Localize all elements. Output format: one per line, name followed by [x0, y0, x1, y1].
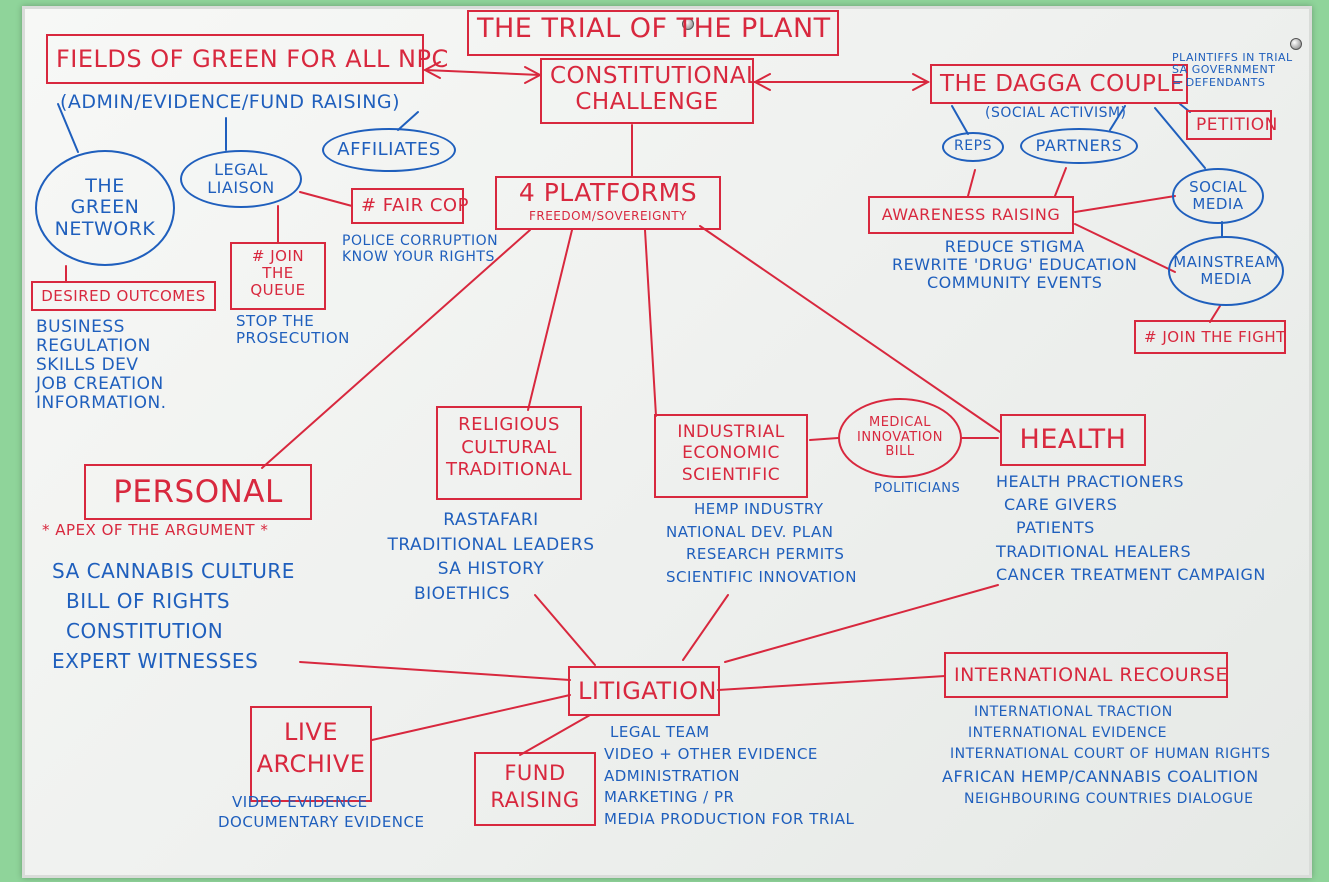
note-line: SA GOVERNMENT: [1172, 63, 1276, 77]
industrial-box: INDUSTRIAL ECONOMIC SCIENTIFIC: [654, 414, 808, 498]
fields-of-green-box: FIELDS OF GREEN FOR ALL NPC: [46, 34, 448, 84]
fund-raising-box: FUND RAISING: [474, 752, 596, 826]
note-line: AFRICAN HEMP/CANNABIS COALITION: [942, 767, 1259, 786]
desired-outcomes-box: DESIRED OUTCOMES: [31, 281, 216, 311]
personal-box: PERSONAL: [84, 464, 312, 520]
awareness-raising-box: AWARENESS RAISING: [868, 196, 1074, 234]
note-line: TRADITIONAL HEALERS: [996, 541, 1192, 561]
reps-oval: REPS: [942, 132, 1004, 162]
religious-box: RELIGIOUS CULTURAL TRADITIONAL: [436, 406, 582, 500]
international-notes: INTERNATIONAL TRACTION INTERNATIONAL EVI…: [942, 702, 1271, 810]
note-line: PATIENTS: [1016, 518, 1095, 538]
desired-outcomes-notes: BUSINESS REGULATION SKILLS DEV JOB CREAT…: [36, 317, 167, 414]
constitutional-challenge-box: CONSTITUTIONAL CHALLENGE: [540, 58, 759, 124]
join-queue-notes: STOP THE PROSECUTION: [236, 313, 350, 347]
petition-box: PETITION: [1186, 110, 1277, 140]
green-network-oval: THE GREEN NETWORK: [35, 150, 175, 266]
note-line: MEDIA PRODUCTION FOR TRIAL: [604, 810, 855, 828]
note-line: NEIGHBOURING COUNTRIES DIALOGUE: [964, 791, 1254, 807]
note-line: BIOETHICS: [414, 583, 511, 604]
join-queue-box: # JOIN THE QUEUE: [230, 242, 326, 310]
industrial-notes: HEMP INDUSTRY NATIONAL DEV. PLAN RESEARC…: [666, 498, 857, 588]
international-box: INTERNATIONAL RECOURSE: [944, 652, 1228, 698]
litigation-box: LITIGATION: [568, 666, 720, 716]
platforms-box: 4 PLATFORMS FREEDOM/SOVEREIGNTY: [495, 176, 721, 230]
pin-icon: [1290, 38, 1302, 50]
note-line: JOB CREATION: [36, 374, 164, 395]
medical-bill-note: POLITICIANS: [874, 481, 961, 496]
note-line: STOP THE: [236, 312, 315, 330]
note-line: EXPERT WITNESSES: [52, 649, 259, 673]
platforms-title: 4 PLATFORMS: [518, 178, 698, 207]
note-line: NATIONAL DEV. PLAN: [666, 522, 834, 541]
note-line: PROSECUTION: [236, 328, 350, 347]
mainstream-media-oval: MAINSTREAM MEDIA: [1168, 236, 1284, 306]
note-line: REGULATION: [36, 336, 151, 357]
fields-of-green-roles: (ADMIN/EVIDENCE/FUND RAISING): [60, 91, 401, 113]
note-line: INTERNATIONAL COURT OF HUMAN RIGHTS: [950, 746, 1271, 762]
note-line: SA CANNABIS CULTURE: [52, 559, 295, 583]
fair-cop-notes: POLICE CORRUPTION KNOW YOUR RIGHTS: [342, 233, 499, 265]
note-line: BUSINESS: [36, 317, 125, 337]
note-line: POLICE CORRUPTION: [342, 233, 499, 249]
note-line: REWRITE 'DRUG' EDUCATION: [892, 254, 1138, 274]
note-line: HEALTH PRACTIONERS: [996, 472, 1185, 491]
personal-apex: * APEX OF THE ARGUMENT *: [42, 521, 269, 539]
note-line: COMMUNITY EVENTS: [926, 272, 1103, 292]
note-line: = DEFENDANTS: [1172, 75, 1266, 89]
note-line: RESEARCH PERMITS: [686, 545, 845, 563]
note-line: CANCER TREATMENT CAMPAIGN: [996, 564, 1266, 584]
fair-cop-box: # FAIR COP: [351, 188, 468, 224]
live-archive-box: LIVE ARCHIVE: [250, 706, 372, 802]
note-line: PLAINTIFFS IN TRIAL: [1172, 51, 1293, 64]
affiliates-oval: AFFILIATES: [322, 128, 456, 172]
note-line: CONSTITUTION: [66, 619, 224, 643]
note-line: INTERNATIONAL TRACTION: [974, 704, 1173, 720]
awareness-notes: REDUCE STIGMA REWRITE 'DRUG' EDUCATION C…: [892, 238, 1137, 292]
personal-notes: SA CANNABIS CULTURE BILL OF RIGHTS CONST…: [52, 556, 295, 676]
note-line: RASTAFARI: [443, 510, 539, 530]
note-line: VIDEO + OTHER EVIDENCE: [604, 744, 818, 763]
live-archive-notes: VIDEO EVIDENCE DOCUMENTARY EVIDENCE: [218, 792, 424, 833]
health-notes: HEALTH PRACTIONERS CARE GIVERS PATIENTS …: [996, 470, 1266, 586]
note-line: SCIENTIFIC INNOVATION: [666, 567, 857, 586]
note-line: HEMP INDUSTRY: [694, 500, 824, 518]
dagga-couple-box: THE DAGGA COUPLE: [930, 64, 1188, 104]
platforms-subtitle: FREEDOM/SOVEREIGNTY: [528, 209, 688, 223]
note-line: SKILLS DEV: [36, 355, 139, 376]
note-line: BILL OF RIGHTS: [66, 589, 231, 613]
religious-notes: RASTAFARI TRADITIONAL LEADERS SA HISTORY…: [376, 508, 606, 607]
note-line: KNOW YOUR RIGHTS: [342, 248, 495, 265]
medical-bill-oval: MEDICAL INNOVATION BILL: [838, 398, 962, 478]
note-line: LEGAL TEAM: [610, 723, 710, 741]
board-title: THE TRIAL OF THE PLANT: [467, 10, 839, 56]
plaintiffs-notes: PLAINTIFFS IN TRIAL SA GOVERNMENT = DEFE…: [1172, 51, 1293, 89]
legal-liaison-oval: LEGAL LIAISON: [180, 150, 302, 208]
note-line: SA HISTORY: [437, 559, 545, 580]
pin-icon: [682, 18, 694, 30]
litigation-notes: LEGAL TEAM VIDEO + OTHER EVIDENCE ADMINI…: [604, 722, 854, 831]
note-line: TRADITIONAL LEADERS: [387, 534, 595, 555]
note-line: MARKETING / PR: [604, 788, 735, 807]
dagga-couple-subtitle: (SOCIAL ACTIVISM): [985, 105, 1127, 121]
note-line: INFORMATION.: [36, 393, 167, 414]
join-fight-box: # JOIN THE FIGHT: [1134, 320, 1286, 354]
note-line: CARE GIVERS: [1004, 495, 1118, 515]
note-line: DOCUMENTARY EVIDENCE: [218, 813, 425, 832]
note-line: VIDEO EVIDENCE: [232, 793, 368, 811]
health-box: HEALTH: [1000, 414, 1146, 466]
note-line: INTERNATIONAL EVIDENCE: [968, 725, 1167, 741]
note-line: REDUCE STIGMA: [944, 237, 1085, 256]
social-media-oval: SOCIAL MEDIA: [1172, 168, 1264, 224]
note-line: ADMINISTRATION: [604, 766, 741, 785]
partners-oval: PARTNERS: [1020, 128, 1138, 164]
